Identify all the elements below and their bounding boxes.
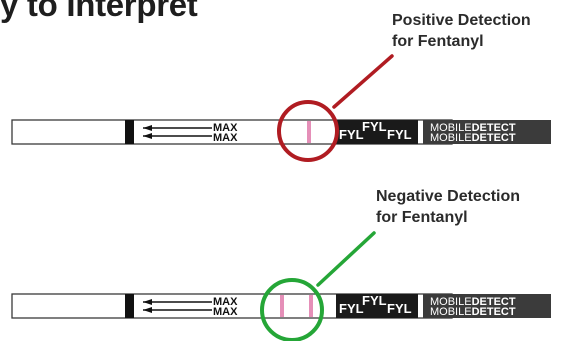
dip-arrow-head-icon [143,299,152,305]
brand-logo-text: MOBILEDETECT [430,306,516,318]
brand-logo-bold: DETECT [472,122,516,134]
brand-logo-band [423,120,551,144]
brand-logo-light: MOBILE [430,132,472,144]
negative-leader-line [316,231,376,287]
negative-callout-line-2: for Fentanyl [376,209,468,226]
result-line [307,121,311,143]
dip-arrow-head-icon [143,125,152,131]
max-label: MAX [213,132,238,144]
brand-logo-light: MOBILE [430,296,472,308]
dip-arrow-head-icon [143,307,152,313]
negative-callout-line-1: Negative Detection [376,188,521,205]
sample-pad-band [125,120,134,144]
drug-label-band [336,294,418,318]
positive-callout-line-2: for Fentanyl [392,33,484,50]
brand-logo-text: MOBILEDETECT [430,296,516,308]
brand-logo-bold: DETECT [472,306,516,318]
brand-logo-light: MOBILE [430,306,472,318]
max-label: MAX [213,306,238,318]
max-label: MAX [213,122,238,134]
negative-callout: Negative Detection for Fentanyl [376,186,520,228]
negative-highlight-circle [260,278,324,341]
positive-callout: Positive Detection for Fentanyl [392,10,531,52]
brand-logo-band [423,294,551,318]
drug-label-band [336,120,418,144]
brand-logo-text: MOBILEDETECT [430,122,516,134]
drug-label: FYL [339,127,364,142]
drug-label: FYL [362,119,387,134]
max-label: MAX [213,296,238,308]
brand-logo-bold: DETECT [472,132,516,144]
positive-callout-line-1: Positive Detection [392,12,531,29]
brand-logo-text: MOBILEDETECT [430,132,516,144]
dip-arrow-head-icon [143,133,152,139]
brand-logo-bold: DETECT [472,296,516,308]
result-line [309,295,313,317]
drug-label: FYL [387,301,412,316]
section-heading: y to Interpret [0,0,198,23]
drug-label: FYL [339,301,364,316]
drug-label: FYL [362,293,387,308]
sample-pad-band [125,294,134,318]
result-line [280,295,284,317]
positive-leader-line [332,54,394,109]
brand-logo-light: MOBILE [430,122,472,134]
positive-highlight-circle [277,100,339,162]
drug-label: FYL [387,127,412,142]
